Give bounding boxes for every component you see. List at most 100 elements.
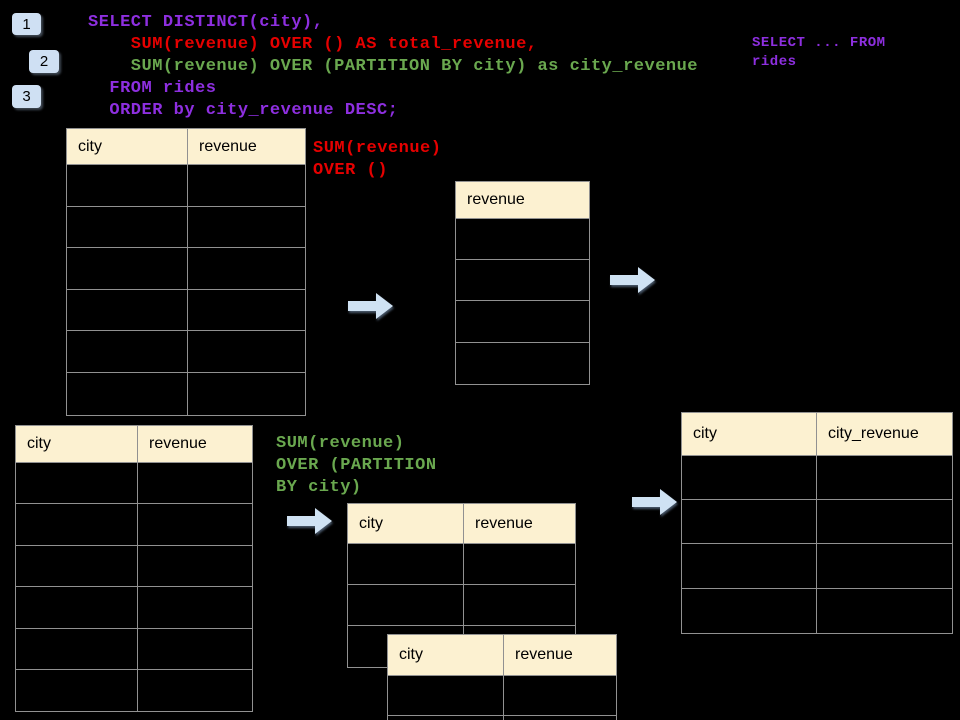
table-cell: [456, 219, 589, 259]
column-header: revenue: [467, 191, 525, 208]
table-row: [67, 372, 305, 415]
table-cell: [348, 544, 463, 584]
flow-arrow-icon: [610, 267, 655, 293]
table-cell: [503, 715, 616, 720]
flow-arrow-icon: [348, 293, 393, 319]
column-header: revenue: [187, 129, 305, 164]
annotation-line: BY city): [276, 478, 362, 497]
column-header: city: [78, 137, 102, 155]
table-header-row: city revenue: [67, 129, 305, 165]
table-cell: [67, 248, 187, 289]
table-row: [348, 544, 575, 585]
table-row: [16, 669, 252, 712]
sql-code-line: ORDER by city_revenue DESC;: [88, 101, 399, 120]
sql-code-line: SUM(revenue) OVER () AS total_revenue,: [88, 35, 538, 54]
table-cell: [187, 165, 305, 206]
table-cell: [682, 589, 816, 633]
table-row: [16, 504, 252, 546]
table-cell: [503, 676, 616, 715]
table-row: [67, 165, 305, 207]
table-body: [67, 165, 305, 415]
table-row: [16, 463, 252, 505]
column-header: revenue: [463, 504, 575, 543]
table-cell: [348, 585, 463, 625]
side-note-line: rides: [752, 54, 797, 70]
annotation-line: SUM(revenue): [313, 139, 442, 158]
table-cell: [137, 463, 252, 504]
table-row: [67, 289, 305, 332]
flow-arrow-icon: [287, 508, 332, 534]
column-header: revenue: [503, 635, 616, 675]
sql-code-line: SELECT DISTINCT(city),: [88, 13, 324, 32]
table-cell: [456, 343, 589, 384]
table-cell: [187, 206, 305, 248]
table-header-row: city revenue: [388, 635, 616, 676]
table-cell: [816, 544, 952, 588]
table-body: [682, 456, 952, 633]
table-row: [456, 343, 589, 384]
table-cell: [67, 331, 187, 372]
table-row: [682, 588, 952, 633]
table-row: [16, 628, 252, 670]
table-row: [16, 545, 252, 588]
table-cell: [682, 500, 816, 543]
sql-code-block: SELECT DISTINCT(city), SUM(revenue) OVER…: [88, 12, 698, 122]
annotation-line: SUM(revenue): [276, 434, 405, 453]
table-cell: [388, 676, 503, 715]
table-header-row: city revenue: [348, 504, 575, 544]
table-cell: [16, 504, 137, 544]
step-badge-3: 3: [12, 85, 41, 108]
table-row: [456, 219, 589, 261]
table-row: [682, 500, 952, 545]
table-row: [67, 206, 305, 249]
table-body: [16, 463, 252, 712]
table-cell: [187, 331, 305, 372]
table-row: [16, 587, 252, 629]
table-cell: [67, 165, 187, 206]
table-cell: [463, 585, 575, 625]
annotation-total-revenue: SUM(revenue) OVER (): [313, 138, 441, 182]
table-row: [388, 676, 616, 716]
table-cell: [67, 290, 187, 331]
table-row: [67, 331, 305, 373]
table-row: [682, 456, 952, 501]
column-header: city: [359, 514, 383, 532]
table-cell: [187, 289, 305, 331]
table-cell: [16, 587, 137, 627]
table-cell: [137, 545, 252, 587]
table-cell: [816, 456, 952, 500]
table-cell: [463, 544, 575, 584]
table-cell: [187, 248, 305, 289]
annotation-line: OVER (): [313, 161, 388, 180]
side-note: SELECT ... FROM rides: [752, 34, 886, 72]
table-row: [67, 248, 305, 290]
column-header: city: [399, 646, 423, 663]
table-row: [348, 585, 575, 626]
table-cell: [16, 629, 137, 669]
column-header: city: [693, 425, 717, 442]
table-body: [388, 676, 616, 720]
table-rides-source: city revenue: [66, 128, 306, 416]
column-header: revenue: [137, 426, 252, 462]
table-cell: [137, 669, 252, 712]
table-cell: [187, 372, 305, 415]
table-cell: [16, 670, 137, 711]
table-cell: [137, 628, 252, 669]
table-cell: [16, 546, 137, 586]
table-row: [388, 715, 616, 720]
table-cell: [137, 504, 252, 545]
annotation-line: OVER (PARTITION: [276, 456, 437, 475]
side-note-line: SELECT ... FROM: [752, 35, 886, 51]
annotation-partition-revenue: SUM(revenue) OVER (PARTITION BY city): [276, 433, 437, 499]
table-body: [456, 219, 589, 384]
flow-arrow-icon: [632, 489, 677, 515]
table-cell: [67, 207, 187, 248]
sql-code-line: SUM(revenue) OVER (PARTITION BY city) as…: [88, 57, 698, 76]
table-cell: [682, 544, 816, 587]
table-cell: [67, 373, 187, 415]
